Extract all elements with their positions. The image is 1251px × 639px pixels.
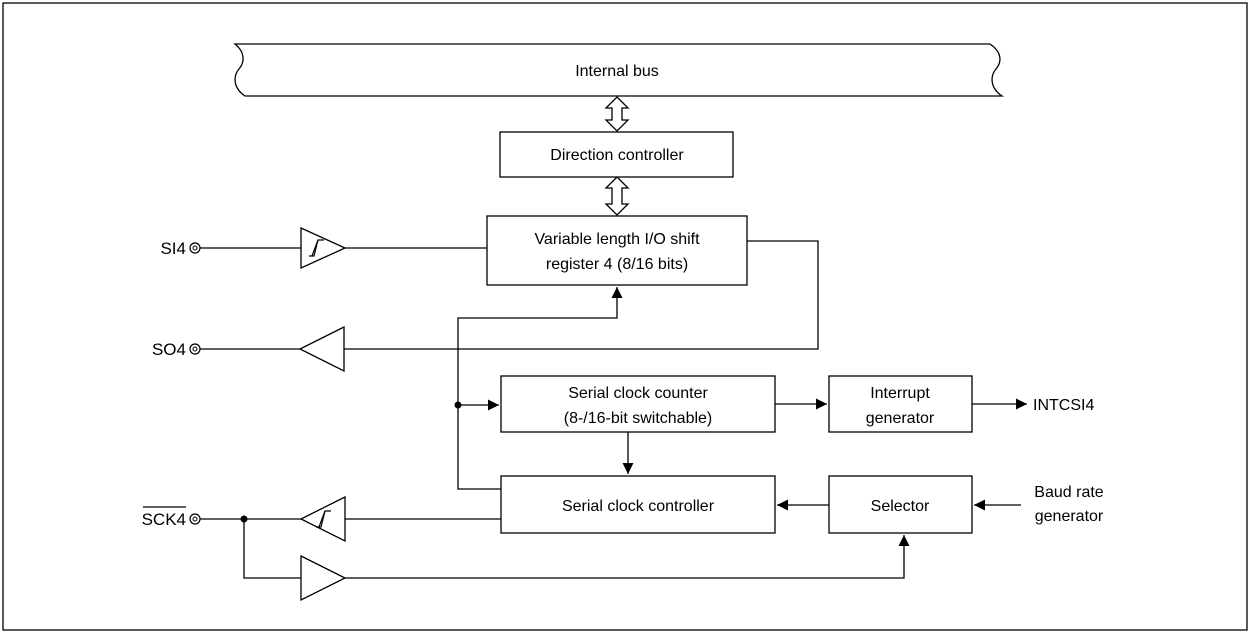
serial-clock-counter-block: Serial clock counter (8-/16-bit switchab… xyxy=(500,375,776,433)
pin-so4: SO4 xyxy=(152,340,201,359)
interrupt-generator-label-line2: generator xyxy=(866,410,935,427)
register-to-so4-wire xyxy=(344,240,819,350)
shift-register-label-line2: register 4 (8/16 bits) xyxy=(546,256,688,273)
so4-output-buffer xyxy=(298,325,345,373)
clock-junction-dot xyxy=(454,401,462,409)
sck4-output-buffer xyxy=(300,554,347,602)
serial-clock-counter-label-line2: (8-/16-bit switchable) xyxy=(564,410,713,427)
interrupt-generator-block: Interrupt generator xyxy=(828,375,973,433)
pin-si4: SI4 xyxy=(160,239,201,258)
controller-to-clock-line xyxy=(457,287,623,490)
serial-clock-controller-label: Serial clock controller xyxy=(562,498,715,515)
selector-block: Selector xyxy=(828,475,973,534)
baud-rate-label-line2: generator xyxy=(1035,508,1104,525)
pin-sck4-label: SCK4 xyxy=(142,510,186,529)
sck4-junction-dot xyxy=(240,515,248,523)
direction-controller-block: Direction controller xyxy=(499,131,734,178)
serial-clock-controller-block: Serial clock controller xyxy=(500,475,776,534)
shift-register-label-line1: Variable length I/O shift xyxy=(534,231,700,248)
interrupt-generator-label-line1: Interrupt xyxy=(870,385,930,402)
selector-label: Selector xyxy=(871,498,930,515)
direction-controller-label: Direction controller xyxy=(550,147,684,164)
shift-register-block: Variable length I/O shift register 4 (8/… xyxy=(486,215,748,286)
si4-schmitt-buffer xyxy=(300,226,347,270)
internal-bus-label: Internal bus xyxy=(575,63,659,80)
pin-sck4: SCK4 xyxy=(142,506,201,529)
pin-si4-label: SI4 xyxy=(160,239,186,258)
direction-register-arrow xyxy=(604,176,630,216)
serial-clock-counter-label-line1: Serial clock counter xyxy=(568,385,708,402)
sck4-to-output-buffer xyxy=(243,519,301,579)
pin-so4-label: SO4 xyxy=(152,340,186,359)
intcsi4-label: INTCSI4 xyxy=(1033,397,1094,414)
baud-rate-label-line1: Baud rate xyxy=(1034,484,1103,501)
wires xyxy=(200,240,1027,579)
sck4-buffer-to-selector xyxy=(345,535,910,579)
internal-bus: Internal bus xyxy=(233,43,1005,97)
sck4-schmitt-buffer xyxy=(299,495,346,543)
bus-direction-arrow xyxy=(604,96,630,132)
